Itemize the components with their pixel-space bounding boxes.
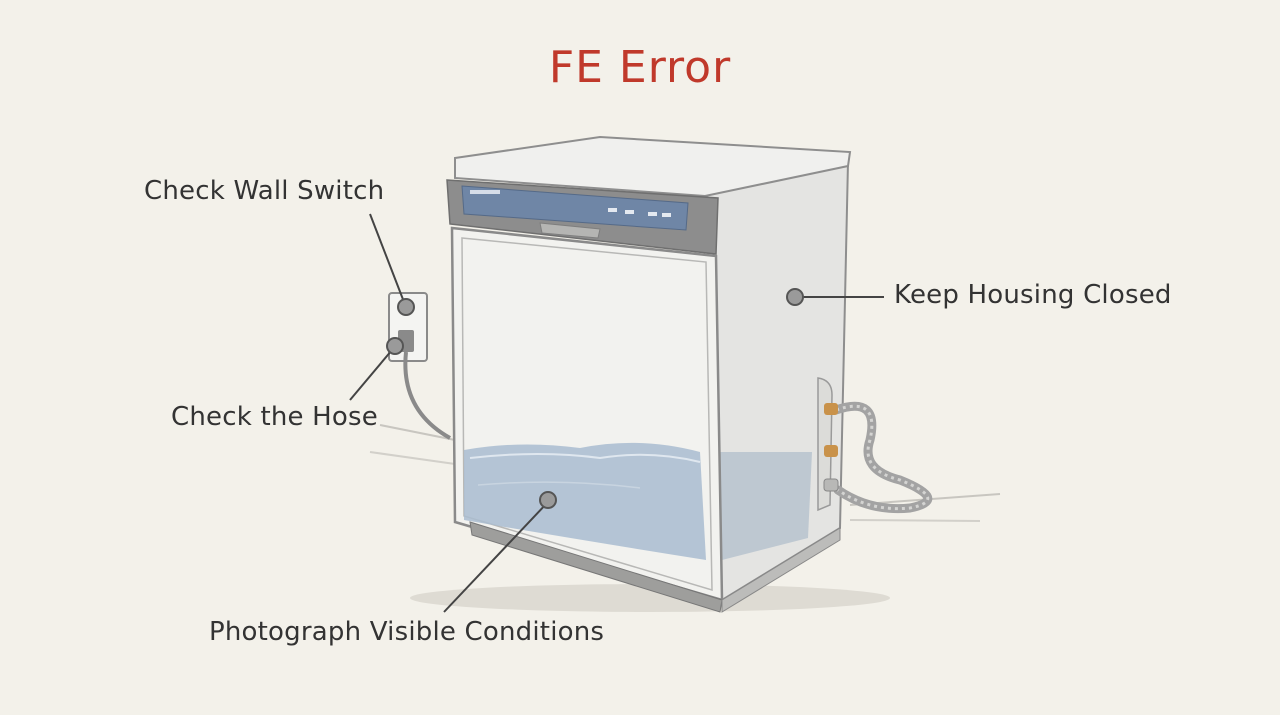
door-inner-frame bbox=[461, 237, 713, 592]
marker-wall-switch bbox=[397, 298, 415, 316]
dishwasher-top bbox=[454, 135, 852, 198]
control-button bbox=[662, 213, 671, 217]
floor-line-left-2 bbox=[369, 451, 456, 465]
callout-keep-housing-closed: Keep Housing Closed bbox=[894, 280, 1172, 310]
door-handle bbox=[539, 222, 601, 239]
control-button bbox=[625, 210, 634, 214]
control-buttons bbox=[608, 208, 671, 217]
kick-plate-side bbox=[721, 527, 841, 613]
water-ripple bbox=[469, 453, 701, 463]
marker-housing bbox=[786, 288, 804, 306]
marker-photo bbox=[539, 491, 557, 509]
hose-fitting-top bbox=[824, 403, 838, 415]
floor-shadow bbox=[410, 584, 890, 612]
control-button bbox=[608, 208, 617, 212]
diagram-title: FE Error bbox=[548, 42, 732, 93]
side-water bbox=[720, 452, 812, 560]
power-cord bbox=[403, 351, 451, 440]
control-panel-display bbox=[461, 185, 689, 231]
callout-check-wall-switch: Check Wall Switch bbox=[144, 176, 385, 206]
hose-fitting-middle bbox=[824, 445, 838, 457]
marker-hose bbox=[386, 337, 404, 355]
leader-wall-switch bbox=[369, 213, 405, 303]
callout-photograph-visible-conditions: Photograph Visible Conditions bbox=[209, 617, 605, 647]
floor-line-right-2 bbox=[849, 519, 981, 522]
drain-hose bbox=[831, 401, 933, 514]
floor-line-left bbox=[379, 424, 456, 441]
drain-hose-ribs bbox=[835, 404, 930, 511]
water-ripple bbox=[477, 481, 641, 489]
callout-check-the-hose: Check the Hose bbox=[171, 402, 378, 432]
leader-hose bbox=[349, 349, 393, 401]
leader-photo bbox=[443, 501, 549, 613]
kick-plate bbox=[469, 521, 723, 613]
panel-text-mark bbox=[470, 190, 500, 194]
hose-fitting-bottom bbox=[823, 478, 839, 492]
control-button bbox=[648, 212, 657, 216]
standing-water bbox=[464, 442, 706, 560]
